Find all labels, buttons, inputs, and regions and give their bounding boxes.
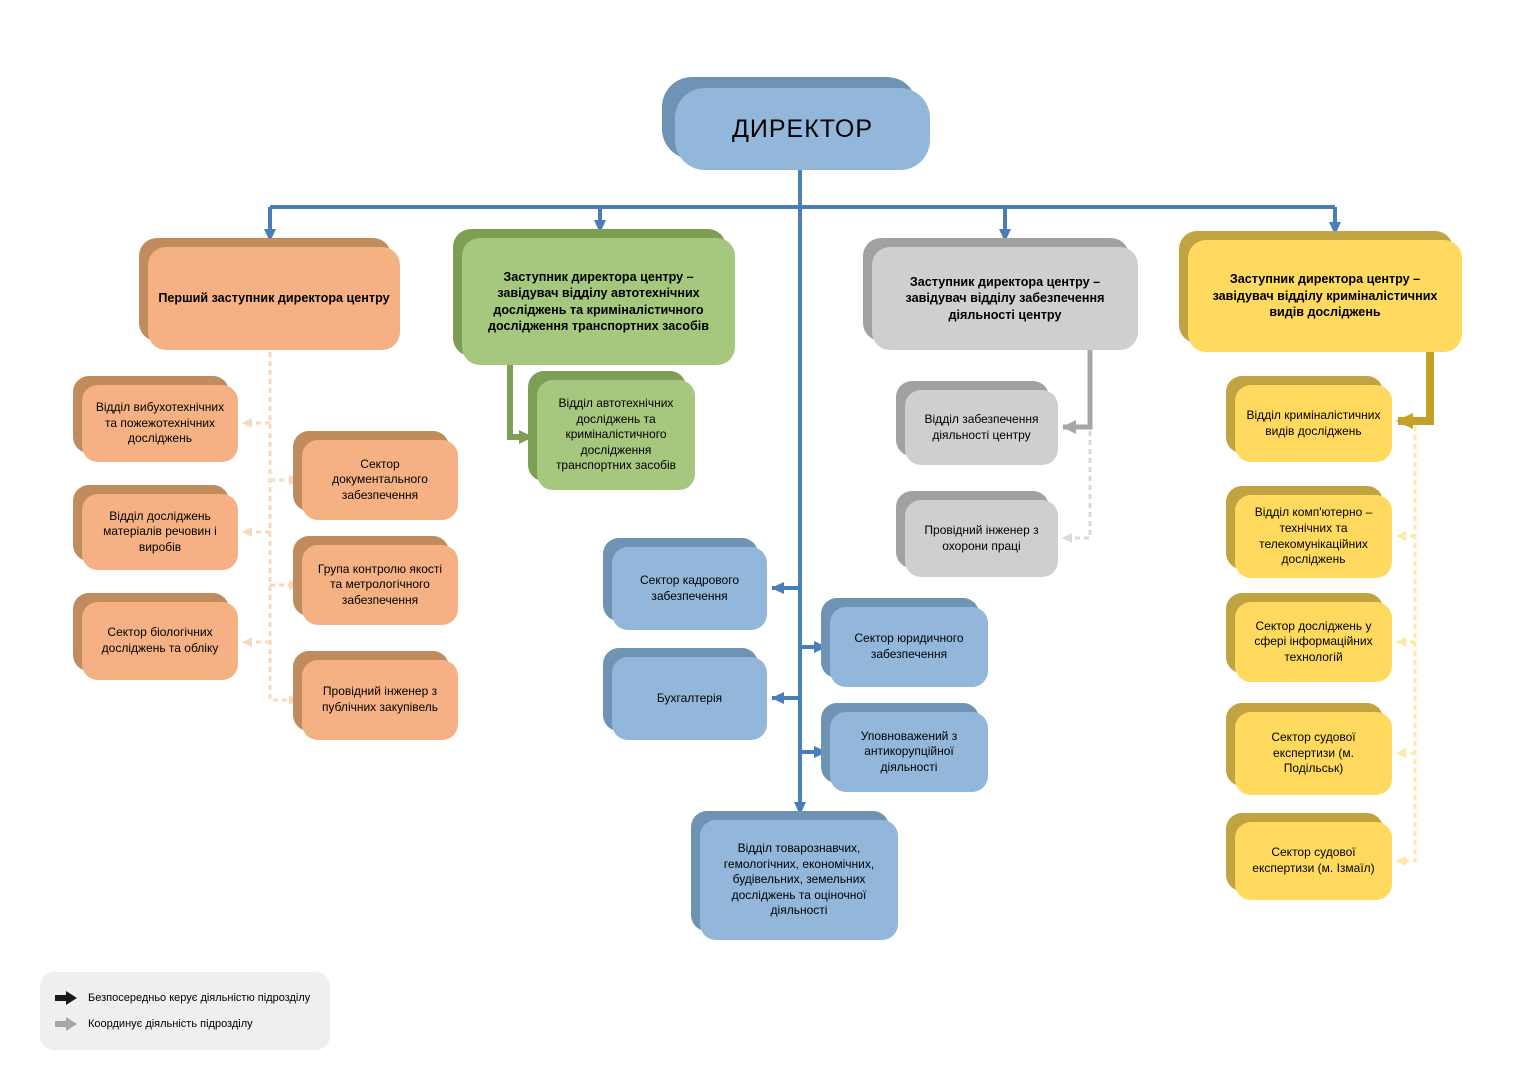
node-hr-sector: Сектор кадрового забезпечення <box>612 547 767 630</box>
node-label: Сектор юридичного забезпечення <box>854 631 964 661</box>
node-support-deputy-head: Заступник директора центру – завідувач в… <box>872 247 1138 350</box>
node-auto-deputy-head: Заступник директора центру – завідувач в… <box>462 238 735 365</box>
node-label: Сектор судової експертизи (м. Подільськ) <box>1271 730 1356 776</box>
node-explosives-research-dept: Відділ вибухотехнічних та пожежотехнічни… <box>82 385 238 462</box>
coordinate-arrow-icon <box>55 1017 77 1032</box>
node-label: Відділ комп'ютерно – технічних та телеко… <box>1254 505 1373 567</box>
node-label: Провідний інженер з охорони праці <box>924 522 1039 553</box>
node-commodity-research-dept: Відділ товарознавчих, гемологічних, екон… <box>700 820 898 940</box>
node-label: Перший заступник директора центру <box>158 291 390 306</box>
node-label: Заступник директора центру – завідувач в… <box>905 274 1105 322</box>
node-document-support-sector: Сектор документального забезпечення <box>302 440 458 520</box>
node-forensic-types-dept: Відділ криміналістичних видів досліджень <box>1235 385 1392 462</box>
direct-manage-arrow-icon <box>55 990 77 1005</box>
node-label: Сектор досліджень у сфері інформаційних … <box>1254 618 1373 664</box>
legend-item: Безпосередньо керує діяльністю підрозділ… <box>54 990 316 1005</box>
node-materials-research-dept: Відділ досліджень матеріалів речовин і в… <box>82 494 238 570</box>
node-center-support-dept: Відділ забезпечення діяльності центру <box>905 390 1058 465</box>
node-label: Сектор документального забезпечення <box>332 456 428 502</box>
node-biological-research-sector: Сектор біологічних досліджень та обліку <box>82 602 238 680</box>
node-label: Провідний інженер з публічних закупівель <box>321 684 439 714</box>
node-legal-sector: Сектор юридичного забезпечення <box>830 607 988 687</box>
node-computer-research-dept: Відділ комп'ютерно – технічних та телеко… <box>1235 495 1392 578</box>
node-expertise-podilsk-sector: Сектор судової експертизи (м. Подільськ) <box>1235 712 1392 795</box>
node-auto-research-dept: Відділ автотехнічних досліджень та кримі… <box>537 380 695 490</box>
node-label: Відділ досліджень матеріалів речовин і в… <box>103 508 217 554</box>
legend-item-label: Безпосередньо керує діяльністю підрозділ… <box>88 991 311 1004</box>
node-label: Сектор біологічних досліджень та обліку <box>101 625 219 655</box>
node-label: Заступник директора центру – завідувач в… <box>488 269 709 333</box>
legend-item-label: Координує діяльність підрозділу <box>88 1018 253 1031</box>
node-label: ДИРЕКТОР <box>731 114 874 143</box>
node-label: Відділ забезпечення діяльності центру <box>924 411 1039 442</box>
node-safety-engineer: Провідний інженер з охорони праці <box>905 500 1058 577</box>
node-expertise-izmail-sector: Сектор судової експертизи (м. Ізмаїл) <box>1235 822 1392 900</box>
node-anticorruption-officer: Уповноважений з антикорупційної діяльнос… <box>830 712 988 792</box>
node-it-research-sector: Сектор досліджень у сфері інформаційних … <box>1235 602 1392 682</box>
node-label: Заступник директора центру – завідувач в… <box>1212 272 1438 320</box>
node-director: ДИРЕКТОР <box>675 88 930 170</box>
node-label: Уповноважений з антикорупційної діяльнос… <box>860 728 958 774</box>
legend: Безпосередньо керує діяльністю підрозділ… <box>40 972 330 1050</box>
legend-item: Координує діяльність підрозділу <box>54 1017 316 1032</box>
node-label: Відділ товарознавчих, гемологічних, екон… <box>723 841 875 918</box>
node-label: Бухгалтерія <box>656 690 723 705</box>
node-procurement-engineer: Провідний інженер з публічних закупівель <box>302 660 458 740</box>
node-label: Відділ автотехнічних досліджень та кримі… <box>555 396 677 473</box>
node-label: Сектор судової експертизи (м. Ізмаїл) <box>1252 845 1375 875</box>
node-label: Сектор кадрового забезпечення <box>639 572 739 603</box>
node-accounting: Бухгалтерія <box>612 657 767 740</box>
node-label: Відділ криміналістичних видів досліджень <box>1246 407 1381 438</box>
node-quality-control-group: Група контролю якості та метрологічного … <box>302 545 458 625</box>
node-first-deputy-head: Перший заступник директора центру <box>148 247 400 350</box>
node-label: Група контролю якості та метрологічного … <box>317 561 443 607</box>
node-label: Відділ вибухотехнічних та пожежотехнічни… <box>95 400 225 446</box>
node-forensic-deputy-head: Заступник директора центру – завідувач в… <box>1188 240 1462 352</box>
